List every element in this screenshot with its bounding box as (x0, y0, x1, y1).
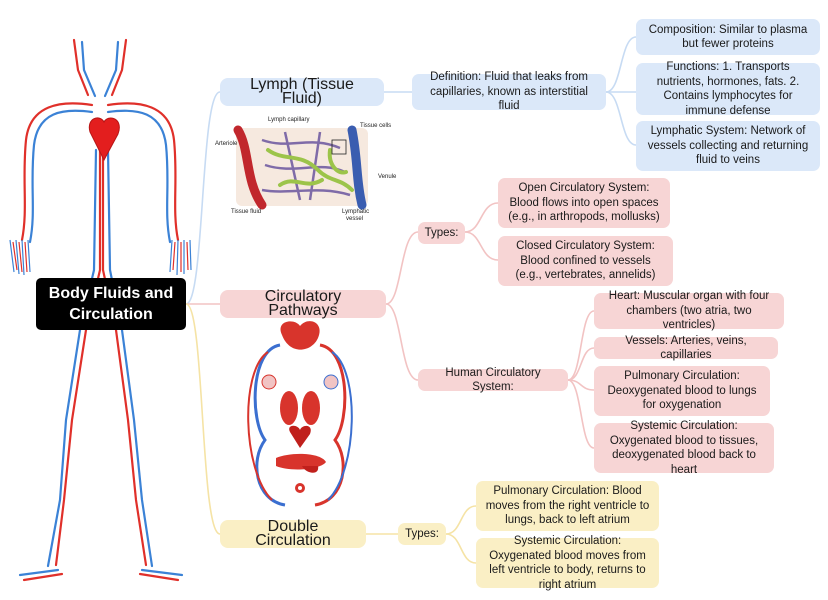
lymphatic-system[interactable]: Lymphatic System: Network of vessels col… (636, 121, 820, 171)
lymph-capillary-label: Lymph capillary (268, 117, 309, 123)
lymph-composition[interactable]: Composition: Similar to plasma but fewer… (636, 19, 820, 55)
heart-node[interactable]: Heart: Muscular organ with four chambers… (594, 290, 784, 331)
pathways-types-label[interactable]: Types: (418, 222, 465, 244)
root-line-1: Body Fluids and (48, 285, 174, 302)
lymphatic-vessel-label-2: vessel (346, 216, 363, 222)
lymphatic-vessel-label-1: Lymphatic (342, 209, 369, 215)
double-pulmonary-node[interactable]: Pulmonary Circulation: Blood moves from … (476, 481, 659, 531)
human-circulatory-label[interactable]: Human Circulatory System: (418, 367, 568, 393)
venule-label: Venule (378, 174, 397, 180)
pathways-topic[interactable]: Circulatory Pathways (220, 288, 386, 319)
tissue-cells-label: Tissue cells (360, 123, 391, 129)
double-circulation-topic[interactable]: Double Circulation (220, 518, 366, 549)
lymph-functions[interactable]: Functions: 1. Transports nutrients, horm… (636, 61, 820, 117)
arteriole-label: Arteriole (215, 141, 238, 147)
closed-circulatory-system[interactable]: Closed Circulatory System: Blood confine… (498, 236, 673, 286)
open-circulatory-system[interactable]: Open Circulatory System: Blood flows int… (498, 178, 670, 228)
tissue-fluid-label: Tissue fluid (231, 209, 261, 215)
lymph-topic[interactable]: Lymph (Tissue Fluid) (220, 76, 384, 107)
lymph-definition[interactable]: Definition: Fluid that leaks from capill… (412, 71, 606, 112)
root-line-2: Circulation (69, 306, 153, 323)
double-types-label[interactable]: Types: (398, 523, 446, 545)
vessels-node[interactable]: Vessels: Arteries, veins, capillaries (594, 335, 778, 361)
double-systemic-node[interactable]: Systemic Circulation: Oxygenated blood m… (476, 535, 659, 591)
systemic-circulation-node[interactable]: Systemic Circulation: Oxygenated blood t… (594, 420, 774, 476)
pulmonary-circulation-node[interactable]: Pulmonary Circulation: Deoxygenated bloo… (594, 366, 770, 416)
